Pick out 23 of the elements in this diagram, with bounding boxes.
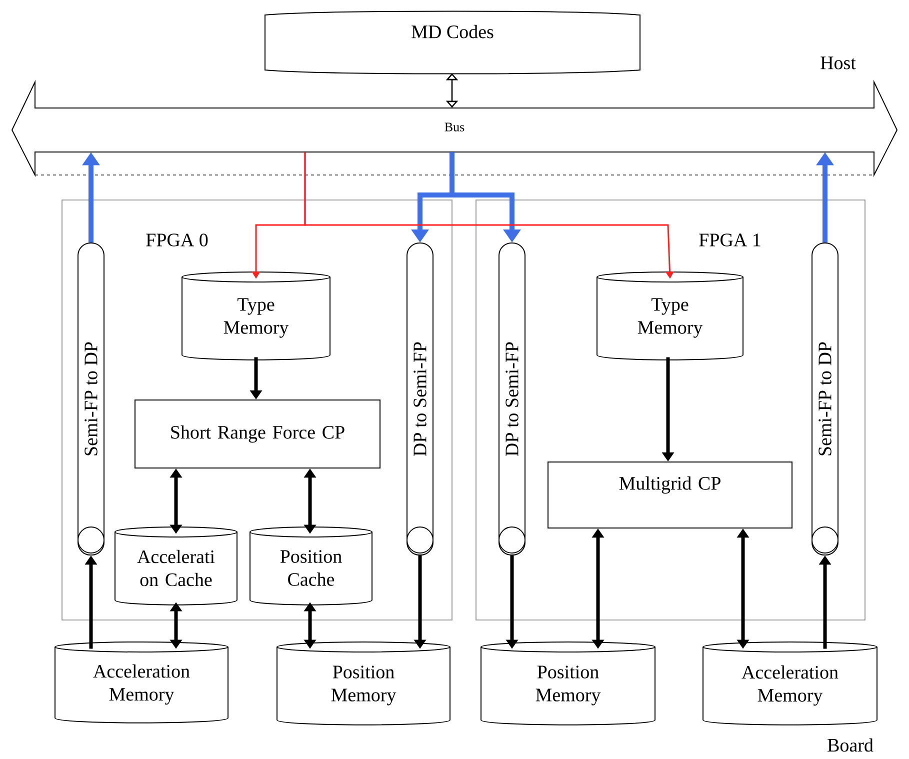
- node-label: Acceleration Memory: [93, 664, 190, 705]
- node-label: Type Memory: [224, 298, 289, 338]
- memory-cylinder: Type Memory: [182, 272, 330, 360]
- node-label: Acceleration Memory: [742, 665, 838, 706]
- converter-pill: Semi-FP to DP: [78, 242, 104, 556]
- converter-pill: Semi-FP to DP: [812, 242, 838, 556]
- node-label: Position Memory: [331, 666, 396, 706]
- processor-box: Multigrid CP: [548, 462, 792, 528]
- memory-cylinder: Position Cache: [250, 526, 372, 606]
- memory-cylinder: Type Memory: [596, 272, 744, 360]
- converter-pill: DP to Semi-FP: [498, 242, 526, 556]
- processor-box: Short Range Force CP: [134, 400, 380, 468]
- node-label: Type Memory: [638, 298, 703, 338]
- memory-cylinder: Acceleration Memory: [702, 642, 878, 726]
- memory-cylinder: Acceleration Memory: [54, 642, 228, 724]
- memory-cylinder: Position Memory: [276, 642, 450, 726]
- memory-cylinder: Accelerati on Cache: [114, 526, 238, 606]
- memory-cylinder: Position Memory: [480, 642, 656, 726]
- node-label: Position Memory: [536, 666, 601, 706]
- software-box: MD Codes: [264, 10, 640, 74]
- node-label: Accelerati on Cache: [137, 550, 215, 586]
- converter-pill: DP to Semi-FP: [406, 242, 434, 556]
- node-label: Position Cache: [280, 550, 342, 586]
